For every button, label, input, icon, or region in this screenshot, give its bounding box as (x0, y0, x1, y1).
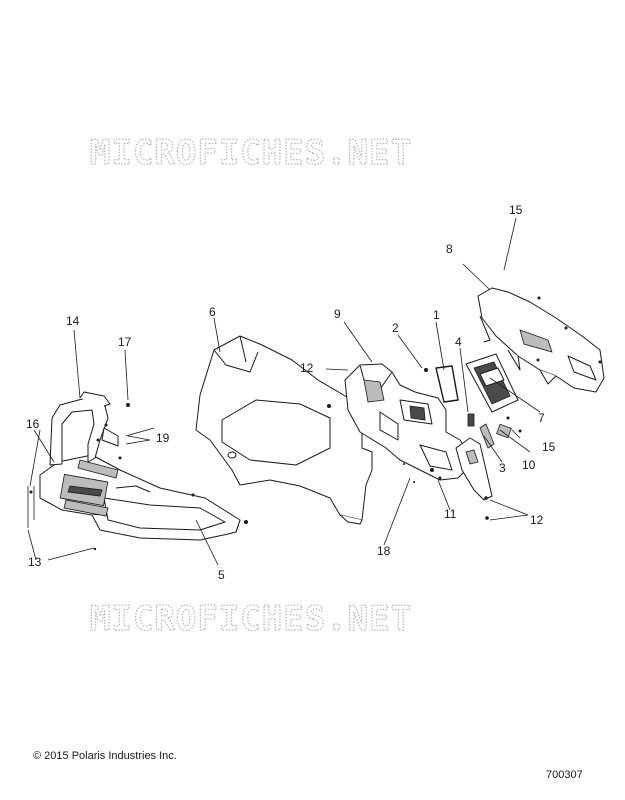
leader-lines (27, 217, 541, 566)
gasket-ring (435, 365, 459, 403)
vent-louver (479, 423, 495, 449)
callout-11: 11 (444, 507, 457, 521)
callout-5: 5 (218, 568, 225, 582)
callout-12-right: 12 (530, 513, 544, 527)
watermark-bottom: MICROFICHES.NET (90, 599, 412, 639)
callout-9: 9 (334, 307, 341, 321)
front-bumper-assembly (39, 391, 241, 541)
right-trim-panel (455, 437, 493, 501)
callout-2: 2 (392, 321, 399, 335)
callout-3: 3 (499, 461, 506, 475)
hood-panel (195, 335, 373, 525)
callout-17: 17 (118, 335, 132, 349)
callout-15-top: 15 (509, 203, 523, 217)
vent-grille-small (467, 413, 475, 427)
upper-dash-panel (477, 287, 605, 393)
watermark-top: MICROFICHES.NET (90, 133, 412, 173)
callout-4: 4 (455, 335, 462, 349)
callout-10: 10 (522, 458, 536, 472)
callout-15-right: 15 (542, 440, 556, 454)
vent-insert (496, 423, 512, 439)
vent-panel (465, 353, 519, 413)
callout-1: 1 (433, 308, 440, 322)
callout-7: 7 (538, 411, 545, 425)
callout-16: 16 (26, 417, 40, 431)
copyright-notice: © 2015 Polaris Industries Inc. (33, 750, 177, 762)
callout-14: 14 (66, 314, 80, 328)
hardware-fasteners (27, 296, 602, 551)
callout-12-left: 12 (300, 361, 314, 375)
drawing-number: 700307 (546, 769, 583, 781)
callout-6: 6 (209, 305, 216, 319)
callout-18: 18 (377, 544, 391, 558)
callout-8: 8 (446, 242, 453, 256)
callout-19: 19 (156, 431, 170, 445)
callout-13: 13 (28, 555, 42, 569)
